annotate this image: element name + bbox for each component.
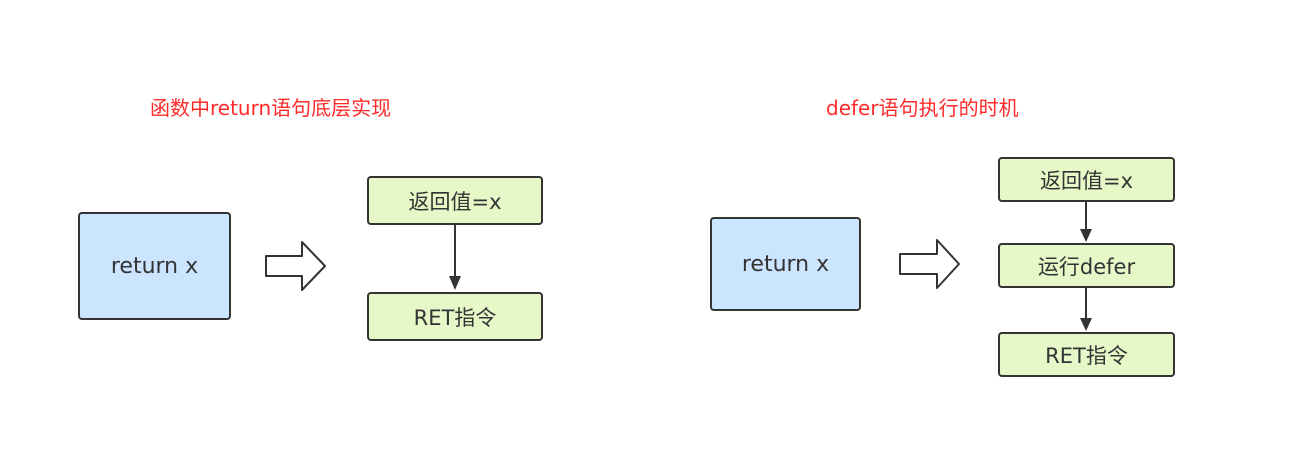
right-flow-arrowhead-2-icon [1080, 318, 1092, 331]
right-step-ret-instruction: RET指令 [998, 332, 1175, 377]
left-flow-arrowhead-icon [449, 276, 461, 290]
left-step-return-value: 返回值=x [367, 176, 543, 225]
left-transform-arrow-icon [265, 241, 326, 291]
right-step-return-value: 返回值=x [998, 157, 1175, 202]
left-step-ret-instruction: RET指令 [367, 292, 543, 341]
right-panel-title: defer语句执行的时机 [826, 96, 1019, 120]
right-transform-arrow-icon [899, 239, 960, 289]
right-return-box: return x [710, 217, 861, 311]
left-panel-title: 函数中return语句底层实现 [150, 96, 392, 120]
right-flow-arrowhead-1-icon [1080, 229, 1092, 242]
left-return-box: return x [78, 212, 231, 320]
right-step-run-defer: 运行defer [998, 243, 1175, 288]
